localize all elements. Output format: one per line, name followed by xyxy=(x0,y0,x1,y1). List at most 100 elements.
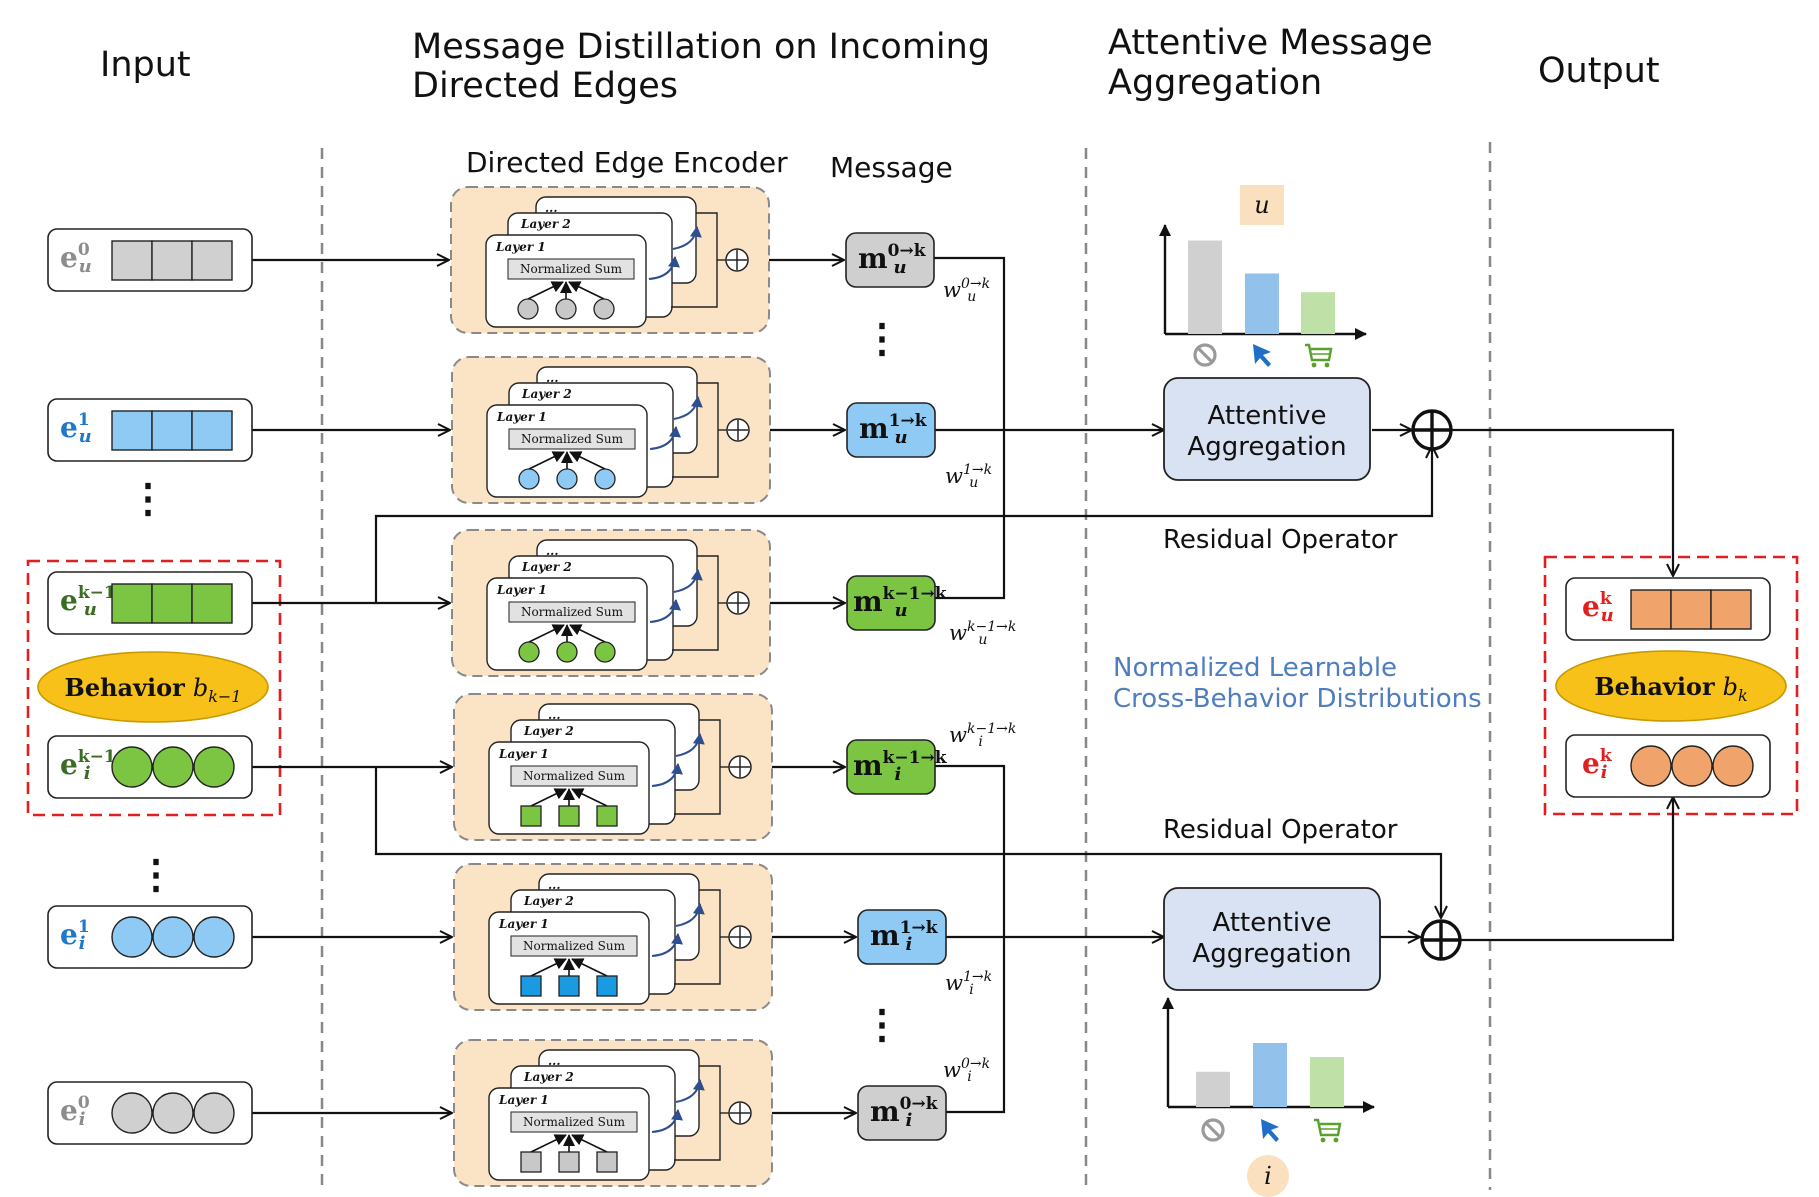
neighbor-edge xyxy=(571,958,608,977)
distribution-bar-1 xyxy=(1253,1043,1287,1107)
neighbor-node xyxy=(556,641,578,663)
distribution-bar-2 xyxy=(1301,292,1335,334)
layer-top-label: ... xyxy=(548,1054,561,1068)
neighbor-node xyxy=(520,805,542,827)
layer-1-label: Layer 1 xyxy=(496,583,547,597)
svg-text:mk−1→ki: mk−1→ki xyxy=(853,748,948,785)
svg-text:mk−1→ku: mk−1→ku xyxy=(853,584,948,621)
svg-text:e1i: e1i xyxy=(60,917,90,954)
layer-propagation-arrow xyxy=(649,426,681,450)
layer-top-label: ... xyxy=(548,708,561,722)
embedding-cell xyxy=(191,240,233,281)
behavior-ellipse xyxy=(1555,650,1787,722)
embedding-cell xyxy=(1710,589,1752,630)
embedding-cell xyxy=(1630,589,1672,630)
message-ellipsis-user: ⋮ xyxy=(862,315,902,362)
cart-wheel xyxy=(1333,1137,1339,1143)
distribution-bar-0 xyxy=(1188,240,1222,334)
neighbor-edge xyxy=(527,281,564,300)
normalized-sum-label: Normalized Sum xyxy=(521,432,624,446)
embedding-cell xyxy=(152,746,194,788)
aggregation-box xyxy=(1163,377,1371,481)
cart-wheel xyxy=(1311,362,1317,368)
layer-1-label: Layer 1 xyxy=(495,240,546,254)
user-residual-path xyxy=(374,446,1432,604)
neighbor-edge xyxy=(569,624,606,643)
distribution-tag-label: i xyxy=(1264,1162,1272,1190)
message-box xyxy=(846,402,936,458)
embedding-cell xyxy=(193,1092,235,1134)
layer-2-label: Layer 2 xyxy=(520,217,571,231)
neighbor-node xyxy=(520,975,542,997)
svg-text:m0→ku: m0→ku xyxy=(858,241,927,278)
distribution-bar-1 xyxy=(1245,273,1279,334)
cart-wheel xyxy=(1324,362,1330,368)
layer-propagation-arrow xyxy=(649,599,681,623)
input-ellipsis-item: ⋮ xyxy=(136,851,176,898)
layer-propagation-arrow xyxy=(648,256,680,280)
layer-propagation-arrow xyxy=(651,1109,683,1133)
embedding-cell xyxy=(1670,589,1712,630)
embedding-cell xyxy=(111,1092,153,1134)
embedding-cell xyxy=(111,583,153,624)
item-residual-path xyxy=(374,767,1441,918)
message-ellipsis-item: ⋮ xyxy=(862,1001,902,1048)
svg-text:e0u: e0u xyxy=(60,240,92,277)
neighbor-edge xyxy=(528,451,565,470)
message-box xyxy=(846,575,936,631)
neighbor-node xyxy=(596,975,618,997)
layer-top-label: ... xyxy=(546,544,559,558)
header-aggregation-line1: Attentive Message xyxy=(1108,23,1433,63)
header-distillation-line1: Message Distillation on Incoming xyxy=(412,27,990,67)
distribution-tag-bg xyxy=(1247,1155,1289,1197)
aggregation-line1: Attentive xyxy=(1208,401,1327,431)
normalized-sum-block xyxy=(508,428,636,450)
embedding-cell xyxy=(151,410,193,451)
neighbor-node xyxy=(558,975,580,997)
layer-2-label: Layer 2 xyxy=(523,724,574,738)
layer-propagation-arrow xyxy=(673,396,703,420)
item-message-bus xyxy=(934,764,1006,1114)
svg-text:m1→ki: m1→ki xyxy=(870,918,939,955)
neighbor-node xyxy=(594,641,616,663)
layer-1-label: Layer 1 xyxy=(496,410,547,424)
behavior-ellipse xyxy=(37,651,269,723)
cursor-shape xyxy=(1253,344,1271,367)
header-input: Input xyxy=(100,45,191,85)
neighbor-node xyxy=(518,468,540,490)
svg-text:e0i: e0i xyxy=(60,1093,90,1130)
embedding-cell xyxy=(152,916,194,958)
embedding-cell xyxy=(1712,745,1754,787)
behavior-distribution-i: i xyxy=(1162,997,1375,1197)
neighbor-edge xyxy=(569,451,606,470)
embedding-cell xyxy=(193,916,235,958)
neighbor-node xyxy=(558,805,580,827)
neighbor-edge xyxy=(571,1134,608,1153)
block-icon-ring xyxy=(1201,1118,1225,1142)
neighbor-node xyxy=(558,1151,580,1173)
aggregation-line2: Aggregation xyxy=(1192,939,1351,969)
layer-propagation-arrow xyxy=(675,733,705,757)
